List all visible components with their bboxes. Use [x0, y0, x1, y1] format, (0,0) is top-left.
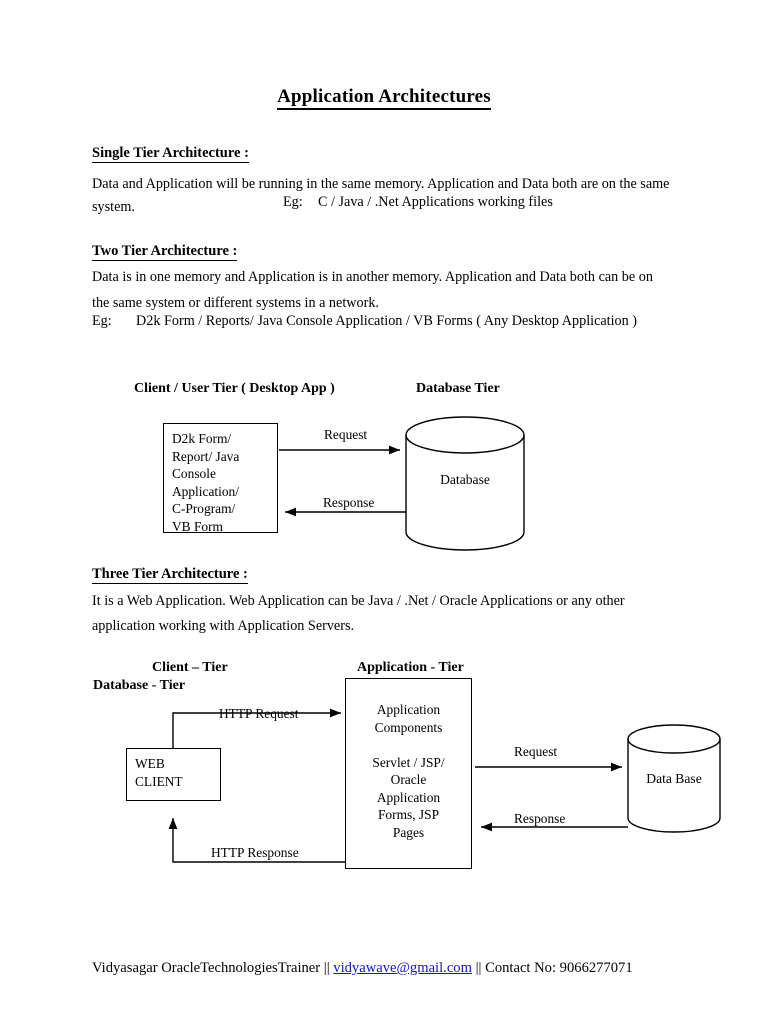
section-body-three-tier-line1: It is a Web Application. Web Application… [92, 593, 625, 609]
section-heading-three-tier: Three Tier Architecture : [92, 566, 248, 584]
three-tier-request-label: Request [511, 744, 561, 760]
section-body-two-tier-line2: the same system or different systems in … [92, 295, 379, 311]
eg-label-two-tier: Eg: [92, 313, 112, 329]
three-tier-response-label: Response [511, 811, 569, 827]
section-body-three-tier-line2: application working with Application Ser… [92, 618, 355, 634]
http-response-label: HTTP Response [208, 845, 302, 861]
footer: Vidyasagar OracleTechnologiesTrainer || … [92, 960, 633, 977]
eg-text-single-tier: C / Java / .Net Applications working fil… [318, 194, 553, 210]
eg-text-two-tier: D2k Form / Reports/ Java Console Applica… [136, 313, 638, 329]
three-tier-application-tier-label: Application - Tier [357, 660, 464, 675]
database-cylinder-shape [405, 416, 525, 551]
page-title-text: Application Architectures [277, 86, 491, 110]
section-body-single-tier-line1: Data and Application will be running in … [92, 176, 670, 192]
two-tier-response-label: Response [320, 495, 378, 511]
footer-email-link[interactable]: vidyawave@gmail.com [333, 960, 472, 976]
section-body-single-tier-line2: system. [92, 199, 135, 215]
two-tier-client-tier-label: Client / User Tier ( Desktop App ) [134, 381, 335, 396]
database-cylinder-shape [627, 724, 721, 833]
two-tier-client-box-text: D2k Form/ Report/ Java Console Applicati… [172, 431, 240, 534]
three-tier-database-label: Data Base [646, 771, 702, 786]
three-tier-database-tier-label: Database - Tier [93, 678, 186, 693]
footer-suffix: || Contact No: 9066277071 [471, 960, 633, 976]
section-heading-single-tier: Single Tier Architecture : [92, 145, 249, 163]
three-tier-database-cylinder: Data Base [626, 723, 722, 835]
two-tier-database-cylinder: Database [404, 415, 526, 552]
http-request-label: HTTP Request [216, 706, 302, 722]
two-tier-client-box: D2k Form/ Report/ Java Console Applicati… [163, 423, 278, 534]
three-tier-client-tier-label: Client – Tier [152, 660, 228, 675]
application-tier-box-text: Application Components Servlet / JSP/ Or… [372, 702, 445, 840]
section-heading-two-tier: Two Tier Architecture : [92, 243, 238, 261]
two-tier-database-label: Database [440, 472, 490, 487]
two-tier-database-tier-label: Database Tier [416, 381, 500, 396]
footer-prefix: Vidyasagar OracleTechnologiesTrainer || [92, 960, 334, 976]
application-tier-box: Application Components Servlet / JSP/ Or… [345, 678, 472, 869]
section-body-two-tier-line1: Data is in one memory and Application is… [92, 269, 653, 285]
eg-label-single-tier: Eg: [283, 194, 303, 210]
web-client-box: WEB CLIENT [126, 748, 221, 801]
web-client-box-text: WEB CLIENT [135, 756, 183, 789]
two-tier-request-label: Request [321, 427, 371, 443]
page-title: Application Architectures [0, 86, 768, 110]
